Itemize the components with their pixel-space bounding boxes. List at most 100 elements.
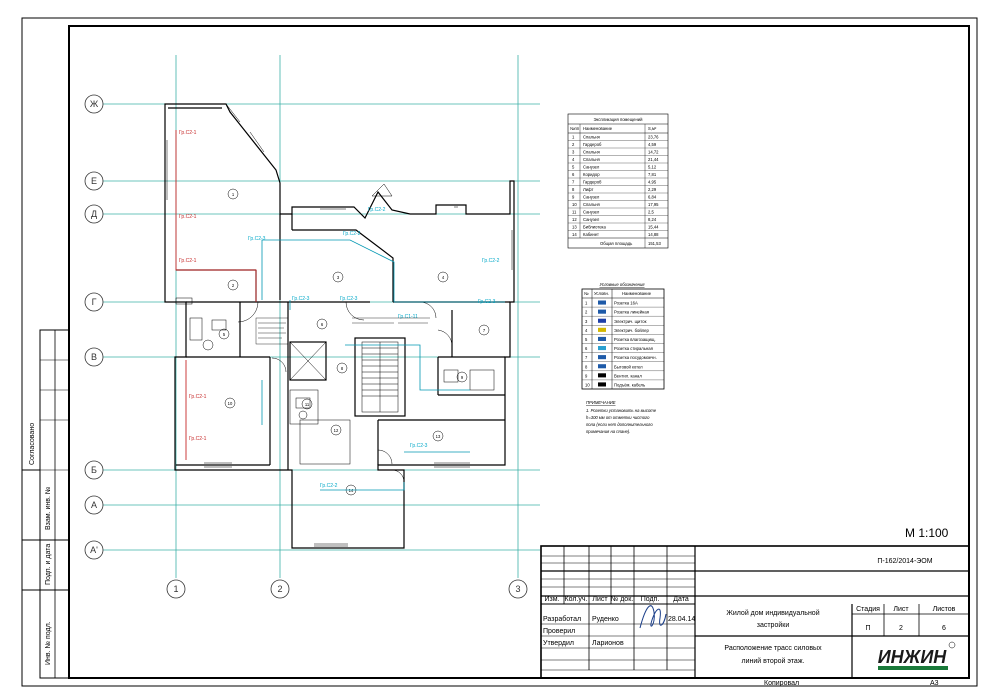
room-13: 13: [436, 434, 441, 439]
doc-code: П-162/2014-ЭОМ: [877, 558, 932, 565]
explication-cell: Кабинет: [583, 232, 599, 237]
floor-plan: 1 2 3 4 5 6 7 8 9 10 11 12 13 14 Гр.С2-1…: [164, 103, 515, 549]
note-line-4: примечания на плане).: [586, 429, 630, 434]
legend-h-num: №: [584, 291, 589, 296]
explication-cell: Библиотека: [583, 225, 606, 230]
legend-label: Подъём. кабель: [614, 383, 646, 388]
stamp-replace: Взам. инв. №: [45, 487, 52, 530]
explication-cell: 21,44: [648, 157, 659, 162]
circuit-cyan-5: Гр.С2-3: [340, 296, 358, 302]
axis-d: Д: [91, 209, 97, 219]
explication-cell: 15,44: [648, 225, 659, 230]
axis-a-prime: А': [90, 545, 98, 555]
legend-symbol-icon: [598, 327, 606, 332]
legend-symbol-icon: [598, 364, 606, 369]
legend-symbol-icon: [598, 336, 606, 341]
col-ndok: № док.: [611, 596, 633, 603]
room-10: 10: [228, 401, 233, 406]
explication-cell: 9: [572, 195, 575, 200]
legend-num: 1: [585, 301, 588, 306]
explication-cell: 2: [572, 142, 575, 147]
stage-value: П: [865, 625, 870, 632]
explication-cell: 4: [572, 157, 575, 162]
stamp-inv: Инв. № подл.: [45, 621, 52, 665]
explication-cell: Санузел: [583, 165, 600, 170]
explication-cell: Лифт: [583, 187, 593, 192]
explication-cell: Санузел: [583, 210, 600, 215]
room-12: 12: [334, 428, 339, 433]
explication-cell: 12: [572, 217, 577, 222]
room-7: 7: [483, 328, 486, 333]
note-line-2: h=300 мм от отметки чистого: [586, 415, 650, 420]
role-checker: Проверил: [543, 628, 575, 635]
explication-total-label: Общая площадь: [600, 241, 633, 246]
explication-cell: 5: [572, 165, 575, 170]
legend-num: 2: [585, 310, 588, 315]
explication-cell: 8: [572, 187, 575, 192]
copied-label: Копировал: [764, 680, 799, 687]
room-5: 5: [223, 332, 226, 337]
circuit-cyan-8: Гр.С2-3: [478, 299, 496, 305]
note-line-1: 1. Розетки установить на высоте: [586, 408, 657, 413]
legend-symbol-icon: [598, 346, 606, 351]
explication-h-num: №пп: [570, 126, 579, 131]
title-block: П-162/2014-ЭОМ Изм. Кол.уч. Лист № док. …: [540, 545, 970, 687]
explication-cell: 4,95: [648, 180, 657, 185]
explication-cell: 13: [572, 225, 577, 230]
explication-cell: 7,81: [648, 172, 657, 177]
col-date: Дата: [673, 596, 689, 603]
axis-1: 1: [173, 584, 178, 594]
circuit-red-5: Гр.С2-1: [189, 436, 207, 442]
explication-cell: 14: [572, 232, 577, 237]
explication-cell: 2,5: [648, 210, 654, 215]
project-line-1: Жилой дом индивидуальной: [726, 609, 819, 617]
name-approver: Ларионов: [592, 640, 624, 647]
explication-cell: 23,76: [648, 135, 659, 140]
explication-cell: 7: [572, 180, 575, 185]
col-izm: Изм.: [545, 596, 560, 603]
legend-label: Розетка линейная: [614, 310, 649, 315]
explication-h-name: Наименование: [583, 126, 613, 131]
explication-cell: Спальня: [583, 202, 600, 207]
legend-symbol-icon: [598, 318, 606, 323]
legend-label: Бытовой котел: [614, 364, 643, 369]
stamp-agreed: Согласовано: [29, 423, 36, 465]
explication-cell: Гардероб: [583, 142, 602, 147]
legend-num: 9: [585, 373, 588, 378]
company-logo-text: ИНЖИН: [878, 647, 948, 667]
grid-axes: Ж Е Д Г В Б А А' 1 2 3: [84, 55, 540, 599]
explication-cell: 11: [572, 210, 577, 215]
room-8: 8: [341, 366, 344, 371]
axis-g: Г: [92, 297, 97, 307]
circuit-cyan-9: Гр.С2-2: [320, 483, 338, 489]
circuit-cyan-2: Гр.С2-2: [343, 231, 361, 237]
sheet-value: 2: [899, 625, 903, 632]
circuit-cyan-6: Гр.С2-2: [482, 258, 500, 264]
axis-zh: Ж: [90, 99, 99, 109]
axis-b: Б: [91, 465, 97, 475]
legend-num: 10: [585, 383, 590, 388]
legend-table: Условные обозначения № Условн. Наименова…: [581, 282, 665, 390]
col-podp: Подп.: [641, 596, 660, 603]
name-developer: Руденко: [592, 616, 619, 623]
project-line-2: застройки: [757, 621, 790, 629]
scale-label: М 1:100: [905, 526, 949, 540]
legend-symbol-icon: [598, 309, 606, 314]
explication-cell: 3: [572, 150, 575, 155]
room-4: 4: [442, 275, 445, 280]
legend-label: Вентил. канал: [614, 373, 642, 378]
circuit-cyan-1: Гр.С2-2: [368, 207, 386, 213]
col-koluch: Кол.уч.: [565, 596, 588, 603]
circuit-cyan-10: Гр.С1-11: [398, 314, 418, 320]
sheet-title-2: линий второй этаж.: [742, 657, 805, 665]
circuit-cyan-3: Гр.С2-3: [248, 236, 266, 242]
sheet-title-1: Расположение трасс силовых: [724, 645, 822, 652]
legend-symbol-icon: [598, 300, 606, 305]
explication-cell: 8,24: [648, 217, 657, 222]
legend-label: Розетка посудомоечн.: [614, 355, 657, 360]
explication-cell: Спальня: [583, 135, 600, 140]
explication-title: Экспликация помещений: [594, 117, 644, 122]
circuit-red-3: Гр.С2-1: [179, 258, 197, 264]
room-1: 1: [232, 192, 235, 197]
